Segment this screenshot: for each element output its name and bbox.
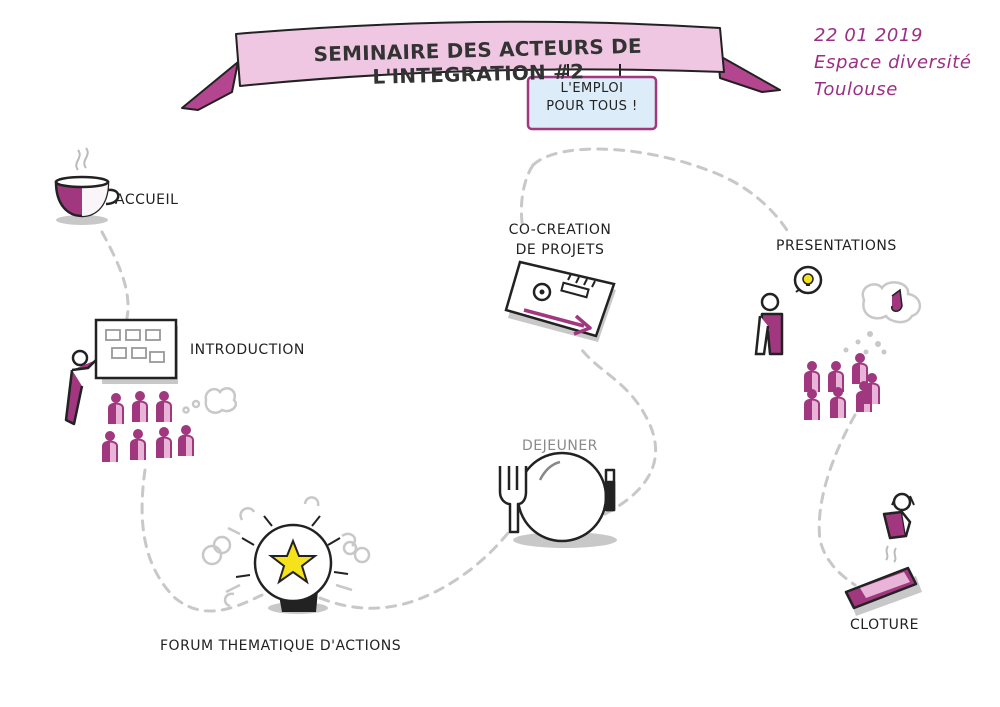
banner-ribbon	[235, 20, 725, 87]
event-city: Toulouse	[814, 79, 898, 100]
audience-person-icon	[108, 393, 124, 424]
audience-person-icon	[804, 361, 820, 392]
lightbulb-star-icon	[201, 496, 371, 614]
step-label-accueil: ACCUEIL	[115, 192, 179, 208]
closing-figure-icon	[882, 492, 915, 563]
closing-box-icon	[844, 566, 922, 616]
audience-person-icon	[864, 373, 880, 404]
thought-cloud-icon	[182, 387, 238, 414]
coffee-cup-icon	[54, 147, 120, 225]
audience-person-icon	[130, 429, 146, 460]
presenter-figure-icon	[754, 292, 784, 356]
banner-right-tail	[717, 54, 781, 93]
cocreation-line-2: DE PROJETS	[515, 242, 605, 258]
cocreation-card-icon	[504, 260, 616, 342]
step-label-dejeuner: DEJEUNER	[522, 438, 598, 454]
step-label-presentations: PRESENTATIONS	[776, 238, 897, 254]
event-date: 22 01 2019	[814, 25, 924, 46]
audience-person-icon	[156, 391, 172, 422]
step-label-forum: FORUM THEMATIQUE D'ACTIONS	[160, 638, 402, 654]
cocreation-line-1: CO-CREATION	[508, 222, 612, 238]
subtitle-box	[526, 64, 658, 131]
audience-person-icon	[828, 361, 844, 392]
audience-person-icon	[178, 425, 194, 456]
banner-left-tail	[181, 61, 239, 111]
step-label-cloture: CLOTURE	[850, 617, 919, 633]
subtitle-text: L'EMPLOI POUR TOUS !	[528, 80, 656, 116]
step-label-cocreation: CO-CREATION DE PROJETS	[500, 220, 620, 260]
audience-group-icon	[102, 391, 194, 462]
title-banner	[181, 20, 781, 111]
subtitle-line-2: POUR TOUS !	[546, 99, 638, 114]
knife-icon	[604, 468, 616, 512]
thought-cloud-icon	[843, 281, 921, 355]
fork-icon	[498, 466, 528, 534]
audience-person-icon	[852, 353, 868, 384]
event-info: 22 01 2019 Espace diversité Toulouse	[814, 22, 972, 103]
introduction-board-icon	[94, 318, 178, 384]
event-venue: Espace diversité	[814, 52, 972, 73]
step-label-introduction: INTRODUCTION	[190, 342, 305, 358]
audience-group-icon	[804, 353, 880, 420]
audience-person-icon	[830, 387, 846, 418]
subtitle-line-1: L'EMPLOI	[560, 81, 624, 96]
audience-person-icon	[102, 431, 118, 462]
presenter-figure-icon	[64, 349, 97, 426]
journey-path	[100, 147, 857, 613]
audience-person-icon	[132, 391, 148, 422]
audience-person-icon	[156, 427, 172, 458]
idea-bubble-icon	[793, 265, 823, 295]
audience-person-icon	[804, 389, 820, 420]
lunch-plate-icon	[513, 451, 617, 548]
